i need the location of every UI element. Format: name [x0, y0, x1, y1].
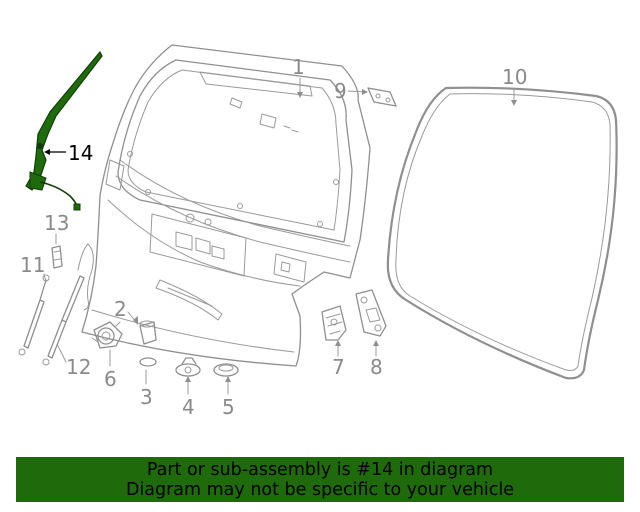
bracket-part	[51, 245, 63, 269]
banner-line-1: Part or sub-assembly is #14 in diagram	[146, 459, 494, 480]
gas-strut-part	[18, 274, 50, 356]
callout-10: 10	[502, 65, 527, 89]
callout-6: 6	[104, 367, 117, 391]
power-strut-part	[42, 243, 94, 366]
callout-12: 12	[66, 355, 91, 379]
callout-5: 5	[222, 395, 235, 419]
info-banner: Part or sub-assembly is #14 in diagram D…	[16, 457, 624, 502]
washer-part	[139, 357, 157, 367]
banner-line-2: Diagram may not be specific to your vehi…	[125, 479, 515, 500]
callout-8: 8	[370, 355, 383, 379]
callout-4: 4	[182, 395, 195, 419]
parts-diagram: 1 10 9 14 13 11	[18, 44, 618, 419]
weatherstrip-part	[386, 86, 618, 380]
tailgate-part	[81, 44, 371, 367]
callout-14: 14	[68, 141, 93, 165]
callout-1: 1	[292, 55, 305, 79]
plug-part	[175, 357, 201, 377]
callout-9: 9	[334, 79, 347, 103]
callout-11: 11	[20, 253, 45, 277]
callout-2: 2	[114, 297, 127, 321]
callout-3: 3	[140, 385, 153, 409]
callout-7: 7	[332, 355, 345, 379]
bumper-stop-part	[367, 87, 397, 107]
latch-actuator-part	[91, 321, 123, 349]
callout-13: 13	[44, 211, 69, 235]
latch-part	[321, 305, 347, 341]
striker-part	[355, 289, 387, 337]
round-plug-part	[213, 363, 239, 377]
grommet-part	[139, 320, 157, 345]
wiper-arm-part	[25, 50, 103, 211]
